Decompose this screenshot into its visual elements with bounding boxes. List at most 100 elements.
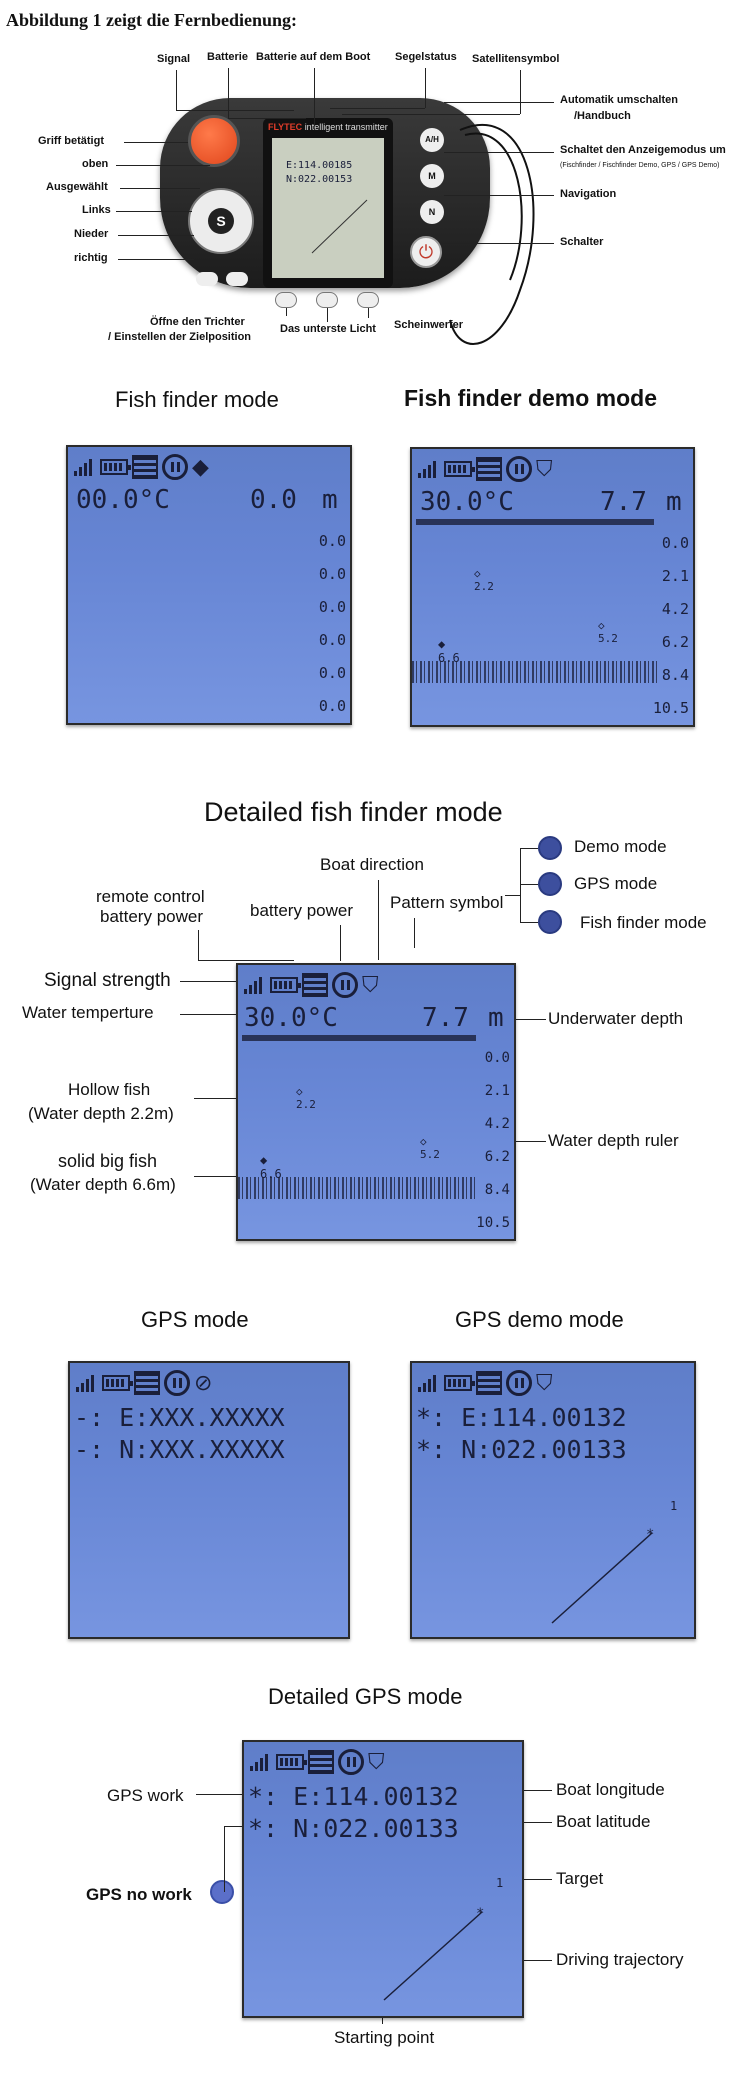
label-gps-no-work: GPS no work: [86, 1885, 192, 1905]
ruler-0: 0.0: [485, 1050, 510, 1066]
detailed-gps-title: Detailed GPS mode: [268, 1684, 462, 1710]
battery-icon: [100, 459, 128, 475]
label-auto-switch: Automatik umschalten: [560, 94, 678, 106]
status-bar: ⛉: [244, 970, 379, 1000]
depth-unit: m: [666, 487, 682, 517]
remote-brand: FLYTEC intelligent transmitter: [268, 122, 388, 132]
remote-illustration: S FLYTEC intelligent transmitter E:114.0…: [0, 40, 750, 350]
label-display-mode: Schaltet den Anzeigemodus um: [560, 144, 726, 156]
label-demo-mode: Demo mode: [574, 837, 667, 857]
dpad-center-button[interactable]: S: [208, 208, 234, 234]
water-temp: 30.0°C: [420, 487, 514, 517]
label-battery-power: battery power: [250, 901, 353, 921]
label-up: oben: [82, 158, 108, 170]
seabed: [238, 1177, 478, 1199]
label-open-funnel: Öffne den Trichter: [150, 316, 245, 328]
label-sail-status: Segelstatus: [395, 51, 457, 63]
ruler-0: 0.0: [662, 534, 689, 552]
ruler-4: 8.4: [485, 1182, 510, 1198]
battery-icon: [270, 977, 298, 993]
boat-battery-icon: [302, 973, 328, 997]
gps-longitude: -: E:XXX.XXXXX: [74, 1403, 285, 1432]
status-bar: ⊘: [76, 1368, 212, 1398]
demo-mode-legend-icon: [538, 836, 562, 860]
ruler-4: 0.0: [319, 664, 346, 682]
funnel-button[interactable]: [275, 292, 297, 308]
ruler-5: 10.5: [653, 699, 689, 717]
label-gps-work: GPS work: [107, 1786, 184, 1806]
water-depth: 7.7: [422, 1003, 469, 1033]
gps-no-work-icon: [210, 1880, 234, 1904]
label-bottom-light: Das unterste Licht: [280, 323, 376, 335]
boat-battery-icon: [476, 457, 502, 481]
label-display-mode-sub: (Fischfinder / Fischfinder Demo, GPS / G…: [560, 162, 720, 169]
label-navigation: Navigation: [560, 188, 616, 200]
label-set-target: / Einstellen der Zielposition: [108, 331, 251, 343]
ruler-4: 8.4: [662, 666, 689, 684]
surface-line: [242, 1035, 476, 1041]
small-button-right[interactable]: [226, 272, 248, 286]
demo-mode-icon: ⛉: [362, 974, 379, 996]
demo-mode-icon: ⛉: [536, 458, 553, 480]
page-heading: Abbildung 1 zeigt die Fernbedienung:: [6, 10, 297, 31]
label-signal: Signal: [157, 53, 190, 65]
water-depth: 7.7: [600, 487, 647, 517]
fish-finder-title: Fish finder mode: [115, 387, 279, 413]
label-boat-latitude: Boat latitude: [556, 1812, 651, 1832]
depth-unit: m: [322, 485, 338, 515]
status-bar: ⛉: [418, 454, 553, 484]
seabed: [412, 661, 657, 683]
ruler-2: 0.0: [319, 598, 346, 616]
water-temp: 30.0°C: [244, 1003, 338, 1033]
headlight-button[interactable]: [357, 292, 379, 308]
svg-text:*: *: [476, 1906, 484, 1922]
ruler-3: 0.0: [319, 631, 346, 649]
label-starting-point: Starting point: [334, 2028, 434, 2048]
fish-finder-mode-legend-icon: [538, 910, 562, 934]
label-selected: Ausgewählt: [46, 181, 108, 193]
ruler-5: 0.0: [319, 697, 346, 715]
boat-direction-icon: [164, 1370, 190, 1396]
label-left: Links: [82, 204, 111, 216]
label-solid-fish-1: solid big fish: [58, 1151, 157, 1172]
label-hollow-fish-1: Hollow fish: [68, 1080, 150, 1100]
label-gps-mode: GPS mode: [574, 874, 657, 894]
ruler-5: 10.5: [476, 1215, 510, 1231]
fish-hollow: ◇2.2: [296, 1085, 316, 1111]
remote-lcd-trajectory: [272, 138, 384, 278]
label-hollow-fish-2: (Water depth 2.2m): [28, 1104, 174, 1124]
battery-icon: [444, 461, 472, 477]
label-target: Target: [556, 1869, 603, 1889]
signal-icon: [244, 976, 266, 994]
label-satellite: Satellitensymbol: [472, 53, 559, 65]
label-underwater-depth: Underwater depth: [548, 1009, 683, 1029]
boat-direction-icon: [162, 454, 188, 480]
battery-icon: [102, 1375, 130, 1391]
label-fish-finder-mode: Fish finder mode: [580, 913, 707, 933]
gps-demo-title: GPS demo mode: [455, 1307, 624, 1333]
fish-hollow-2: ◇5.2: [420, 1135, 440, 1161]
fish-demo-title: Fish finder demo mode: [404, 385, 657, 412]
label-right: richtig: [74, 252, 108, 264]
boat-direction-icon: [506, 456, 532, 482]
water-temp: 00.0°C: [76, 485, 170, 515]
power-button[interactable]: ⏻: [410, 236, 442, 268]
bottom-light-button[interactable]: [316, 292, 338, 308]
gps-demo-screen: ⛉ *: E:114.00132 *: N:022.00133 1 *: [410, 1361, 696, 1639]
ruler-2: 4.2: [485, 1116, 510, 1132]
surface-line: [416, 519, 654, 525]
trajectory: *: [412, 1363, 696, 1639]
small-button-left[interactable]: [196, 272, 218, 286]
handle-button[interactable]: [188, 115, 240, 167]
label-down: Nieder: [74, 228, 108, 240]
lanyard: [440, 90, 560, 390]
label-boat-longitude: Boat longitude: [556, 1780, 665, 1800]
ruler-1: 2.1: [662, 567, 689, 585]
signal-icon: [74, 458, 96, 476]
ruler-3: 6.2: [485, 1149, 510, 1165]
label-driving-trajectory: Driving trajectory: [556, 1950, 684, 1970]
water-depth: 0.0: [250, 485, 297, 515]
gps-mode-icon: ⊘: [194, 1372, 212, 1394]
label-manual: /Handbuch: [574, 110, 631, 122]
label-boat-battery: Batterie auf dem Boot: [256, 51, 370, 63]
